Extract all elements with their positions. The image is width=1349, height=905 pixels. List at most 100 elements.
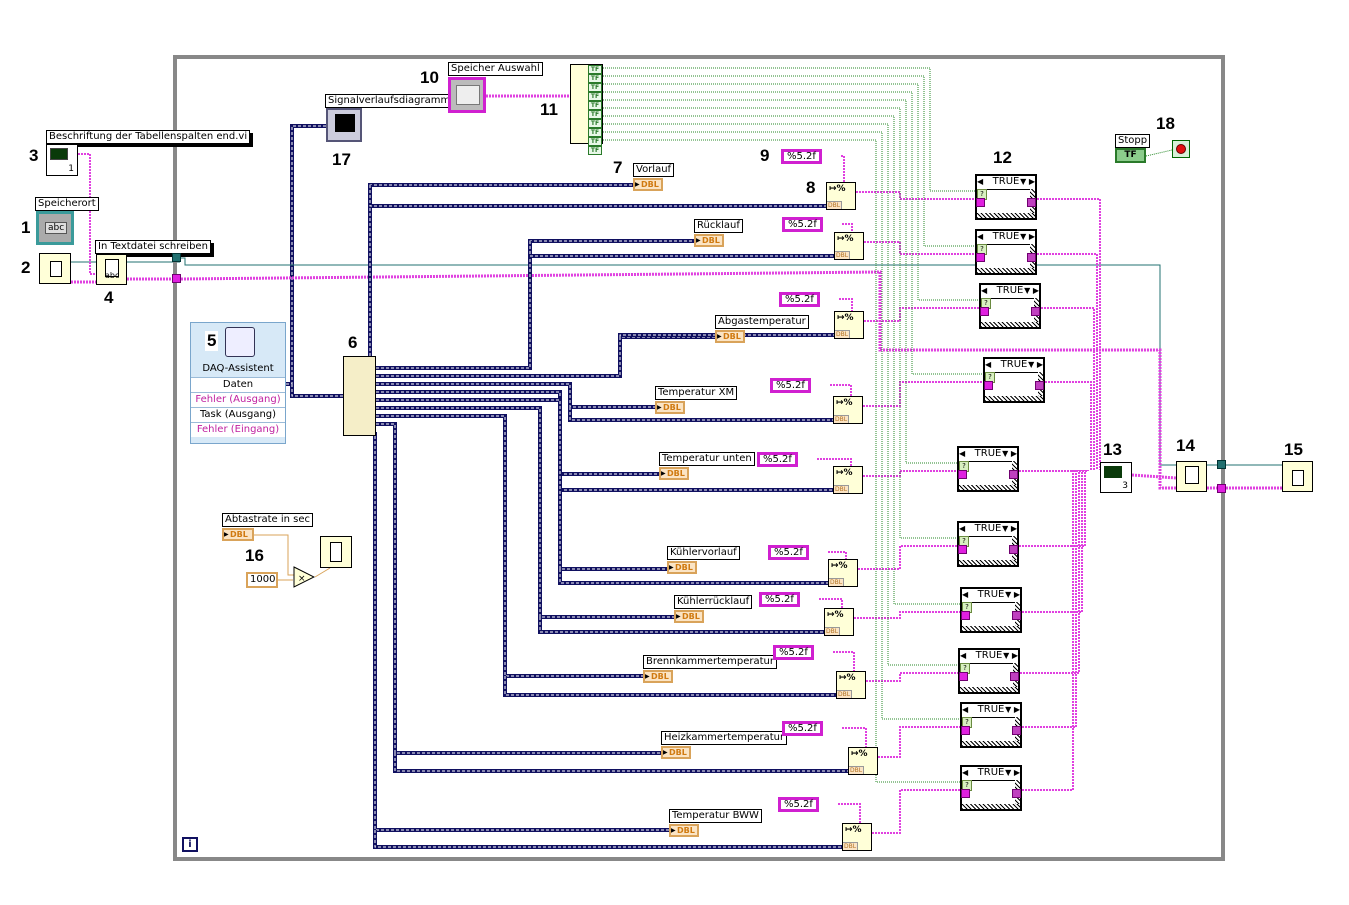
case-tunnel-in[interactable] <box>984 381 993 390</box>
case-tunnel-in[interactable] <box>958 545 967 554</box>
case-tunnel-out[interactable] <box>1027 253 1036 262</box>
signal-wire-fmt-inner[interactable] <box>559 569 828 584</box>
channel-indicator[interactable]: DBL <box>667 561 697 574</box>
channel-indicator[interactable]: DBL <box>655 401 685 414</box>
waveform-chart-indicator[interactable] <box>326 108 362 142</box>
format-into-string-node[interactable]: ↦% DBL <box>824 608 854 636</box>
formatted-wire[interactable] <box>854 611 960 619</box>
signal-wire-fmt-inner[interactable] <box>394 753 848 772</box>
format-into-string-node[interactable]: ↦% DBL <box>848 747 878 775</box>
signal-wire-fmt-inner[interactable] <box>539 617 824 633</box>
format-wire[interactable] <box>833 651 855 671</box>
daq-data-wire-inner[interactable] <box>286 125 326 385</box>
case-selector[interactable]: TRUE <box>962 704 1020 718</box>
case-selector[interactable]: TRUE <box>959 448 1017 462</box>
bool-wire[interactable] <box>603 67 975 192</box>
case-selector[interactable]: TRUE <box>962 589 1020 603</box>
signal-wire-inner[interactable] <box>376 423 661 754</box>
format-string-constant[interactable]: %5.2f <box>759 592 800 607</box>
case-selector[interactable]: TRUE <box>962 767 1020 781</box>
subvi-node[interactable]: 1 <box>46 144 78 176</box>
loop-condition-terminal[interactable] <box>1172 140 1190 158</box>
daq-row-error-out[interactable]: Fehler (Ausgang) <box>191 392 285 407</box>
format-string-constant[interactable]: %5.2f <box>782 217 823 232</box>
format-wire[interactable] <box>830 384 852 396</box>
formatted-wire[interactable] <box>866 672 958 682</box>
case-structure[interactable]: TRUE ? <box>979 283 1041 329</box>
formatted-wire[interactable] <box>872 789 960 834</box>
signal-wire-fmt-inner[interactable] <box>374 830 842 848</box>
signal-wire-inner[interactable] <box>376 407 674 618</box>
sample-rate-control[interactable]: DBL <box>222 528 254 541</box>
table-input-wire[interactable] <box>1045 381 1092 470</box>
bool-wire[interactable] <box>603 123 958 666</box>
case-tunnel-out[interactable] <box>1012 726 1021 735</box>
daq-assistant-node[interactable]: 5 DAQ-Assistent Daten Fehler (Ausgang) T… <box>190 322 286 444</box>
boolean-output[interactable]: TF <box>588 83 602 92</box>
case-selector[interactable]: TRUE <box>985 359 1043 373</box>
format-wire[interactable] <box>839 298 853 311</box>
header-wire[interactable] <box>78 153 96 275</box>
split-signals-node[interactable] <box>343 356 376 436</box>
boolean-output[interactable]: TF <box>588 128 602 137</box>
bool-wire[interactable] <box>603 131 960 720</box>
format-wire[interactable] <box>838 803 861 823</box>
formatted-wire[interactable] <box>878 726 960 758</box>
case-tunnel-out[interactable] <box>1035 381 1044 390</box>
format-into-string-node[interactable]: ↦% DBL <box>833 396 863 424</box>
speicherort-control[interactable]: abc <box>36 211 74 245</box>
table-input-wire[interactable] <box>1022 470 1083 613</box>
format-wire[interactable] <box>828 551 847 559</box>
table-wire[interactable] <box>1131 473 1177 480</box>
case-tunnel-out[interactable] <box>1031 307 1040 316</box>
case-structure[interactable]: TRUE ? <box>957 521 1019 567</box>
signal-wire-inner[interactable] <box>376 383 655 408</box>
format-wire[interactable] <box>819 598 843 608</box>
channel-indicator[interactable]: DBL <box>633 178 663 191</box>
signal-wire-fmt-inner[interactable] <box>369 185 826 207</box>
channel-indicator[interactable]: DBL <box>643 670 673 683</box>
case-selector[interactable]: TRUE <box>981 285 1039 299</box>
bool-wire[interactable] <box>603 75 975 247</box>
ms-wire[interactable] <box>314 567 331 578</box>
case-tunnel-in[interactable] <box>980 307 989 316</box>
signal-wire-fmt-inner[interactable] <box>619 334 834 337</box>
boolean-output[interactable]: TF <box>588 119 602 128</box>
format-string-constant[interactable]: %5.2f <box>781 149 822 164</box>
boolean-output[interactable]: TF <box>588 110 602 119</box>
case-structure[interactable]: TRUE ? <box>975 229 1037 275</box>
daq-split-wire-inner[interactable] <box>291 384 343 397</box>
memory-select-control[interactable] <box>448 77 486 113</box>
case-selector[interactable]: TRUE <box>959 523 1017 537</box>
case-tunnel-out[interactable] <box>1009 470 1018 479</box>
format-into-string-node[interactable]: ↦% DBL <box>826 182 856 210</box>
refnum-tunnel-right[interactable] <box>1217 460 1226 469</box>
case-tunnel-in[interactable] <box>959 672 968 681</box>
daq-row-data[interactable]: Daten <box>191 377 285 392</box>
boolean-output[interactable]: TF <box>588 137 602 146</box>
signal-wire-fmt-inner[interactable] <box>504 676 836 696</box>
case-structure[interactable]: TRUE ? <box>960 702 1022 748</box>
table-input-wire[interactable] <box>1041 307 1095 470</box>
format-into-string-node[interactable]: ↦% DBL <box>833 466 863 494</box>
open-file-node[interactable] <box>39 253 71 284</box>
signal-wire-fmt-inner[interactable] <box>569 407 833 421</box>
case-tunnel-in[interactable] <box>958 470 967 479</box>
case-structure[interactable]: TRUE ? <box>958 648 1020 694</box>
channel-indicator[interactable]: DBL <box>674 610 704 623</box>
boolean-output[interactable]: TF <box>588 101 602 110</box>
channel-indicator[interactable]: DBL <box>694 234 724 247</box>
case-tunnel-in[interactable] <box>976 198 985 207</box>
boolean-output[interactable]: TF <box>588 92 602 101</box>
signal-wire-inner[interactable] <box>376 415 643 677</box>
daq-row-error-in[interactable]: Fehler (Eingang) <box>191 422 285 437</box>
string-wire-main[interactable] <box>180 270 1217 490</box>
case-structure[interactable]: TRUE ? <box>957 446 1019 492</box>
format-wire[interactable] <box>817 458 852 466</box>
channel-indicator[interactable]: DBL <box>715 330 745 343</box>
bool-wire[interactable] <box>603 91 983 375</box>
boolean-output[interactable]: TF <box>588 65 602 74</box>
channel-indicator[interactable]: DBL <box>659 467 689 480</box>
table-input-wire[interactable] <box>1037 198 1101 470</box>
